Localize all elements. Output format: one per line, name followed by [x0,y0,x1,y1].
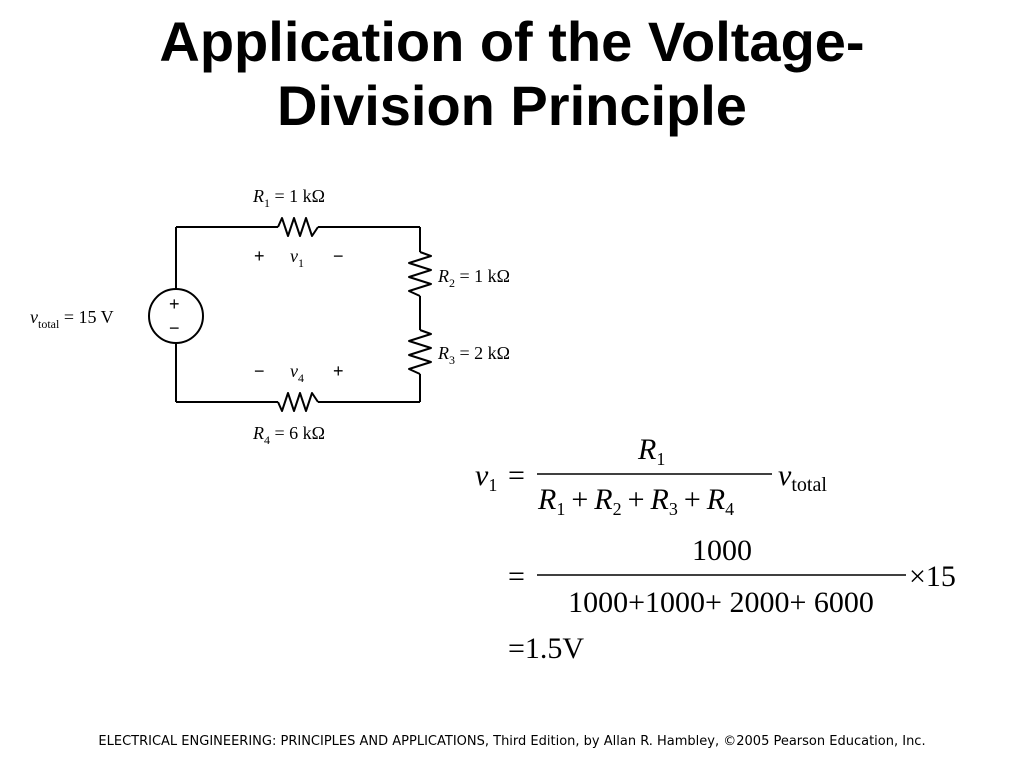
r3-label: R3 = 2 kΩ [437,343,510,367]
resistor-r1 [277,217,319,237]
resistor-r4 [277,392,319,412]
voltage-division-equations: v1 = R1 R1+R2+R3+R4 vtotal = 1000 1000+1… [475,433,956,665]
v4-minus-sign: − [254,361,265,381]
eq-step2-times: ×15 [909,560,956,593]
v4-label: v4 [290,361,304,385]
r1-label: R1 = 1 kΩ [252,186,325,210]
eq-lhs: v1 [475,459,497,495]
r4-label: R4 = 6 kΩ [252,423,325,447]
title-line-1: Application of the Voltage- [159,10,865,73]
copyright-footer: ELECTRICAL ENGINEERING: PRINCIPLES AND A… [98,734,926,749]
eq-numerator: R1 [637,433,665,469]
eq-denominator: R1+R2+R3+R4 [537,483,734,519]
v1-plus-sign: + [254,246,265,266]
v1-label: v1 [290,246,304,270]
source-label: vtotal = 15 V [30,307,114,331]
eq-factor: vtotal [778,459,827,496]
resistor-r3 [408,329,432,375]
circuit-diagram: + − vtotal = 15 V R1 = 1 kΩ + v1 − R2 = … [30,186,510,447]
resistor-r2 [408,251,432,297]
r2-label: R2 = 1 kΩ [437,266,510,290]
source-minus-sign: − [169,318,180,338]
eq-step2-denominator: 1000+1000+ 2000+ 6000 [568,586,874,619]
eq-equals-2: = [508,560,525,593]
title-line-2: Division Principle [277,74,747,137]
eq-step3-result: =1.5V [508,632,584,665]
slide-title: Application of the Voltage- Division Pri… [0,10,1024,138]
v1-minus-sign: − [333,246,344,266]
eq-equals-1: = [508,459,525,492]
eq-step2-numerator: 1000 [692,534,752,567]
source-plus-sign: + [169,294,180,314]
v4-plus-sign: + [333,361,344,381]
